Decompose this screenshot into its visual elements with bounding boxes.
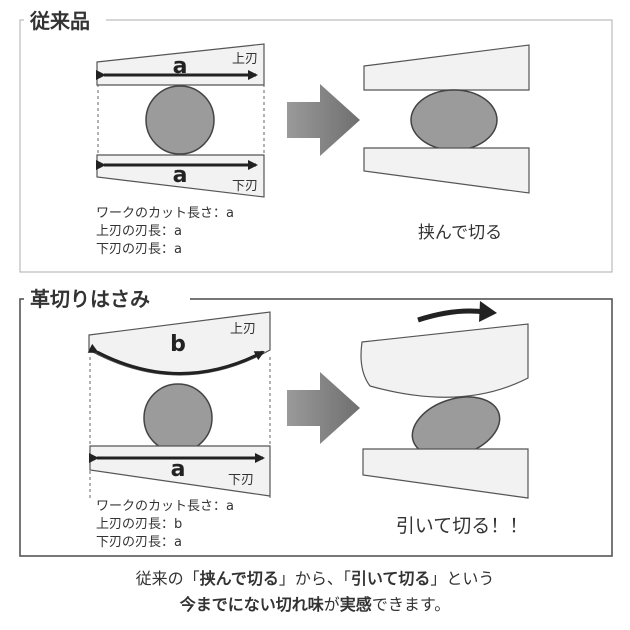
panel-leather-scissors: 革切りはさみ 上刃 b a 下刃 ワークのカット長さ：a 上刃の刃長：b 下刃の… bbox=[19, 286, 613, 557]
transition-arrow bbox=[287, 372, 360, 444]
dimension-label-upper: b bbox=[170, 332, 186, 357]
panel-frame-bottom bbox=[19, 298, 613, 557]
caption-text: 」という bbox=[430, 569, 495, 588]
caption: 従来の「挟んで切る」から、「引いて切る」という 今までにない切れ味が実感できます… bbox=[0, 566, 630, 618]
caption-emphasis: 引いて切る bbox=[350, 569, 431, 588]
transition-arrow bbox=[287, 84, 360, 156]
caption-text: 従来の「 bbox=[135, 569, 200, 588]
panel-conventional: 従来品 上刃 a a 下刃 ワークのカット長さ：a 上刃の刃長：a 下刃の刃長：… bbox=[19, 8, 613, 273]
caption-emphasis: 実感 bbox=[339, 595, 372, 614]
work-piece bbox=[145, 85, 215, 155]
caption-text: が bbox=[323, 595, 340, 614]
spec-line: ワークのカット長さ：a bbox=[96, 499, 234, 514]
spec-line: 下刃の刃長：a bbox=[96, 535, 182, 550]
spec-line: 下刃の刃長：a bbox=[96, 242, 182, 257]
dimension-arrow-curved bbox=[87, 343, 265, 375]
work-piece bbox=[143, 383, 213, 453]
panel-heading-leather: 革切りはさみ bbox=[30, 287, 150, 311]
spec-line: 上刃の刃長：a bbox=[96, 224, 182, 239]
caption-line-1: 従来の「挟んで切る」から、「引いて切る」という bbox=[0, 566, 630, 592]
panel-heading-conventional: 従来品 bbox=[29, 9, 90, 33]
pull-motion-arrowhead bbox=[479, 301, 497, 322]
result-text-leather: 引いて切る！！ bbox=[396, 515, 528, 537]
dimension-label-lower: a bbox=[171, 457, 186, 482]
caption-emphasis: 挟んで切る bbox=[199, 569, 279, 588]
panel-frame-top bbox=[19, 19, 613, 273]
spec-line: ワークのカット長さ：a bbox=[96, 206, 234, 221]
dimension-label-upper: a bbox=[173, 54, 188, 79]
upper-blade-curved-result bbox=[360, 323, 529, 398]
caption-emphasis: 今までにない切れ味 bbox=[179, 595, 324, 614]
pull-motion-arrow bbox=[417, 308, 486, 323]
upper-blade-label: 上刃 bbox=[232, 52, 258, 67]
caption-line-2: 今までにない切れ味が実感できます。 bbox=[0, 592, 630, 618]
lower-blade-result bbox=[363, 147, 530, 194]
upper-blade-result bbox=[363, 44, 530, 91]
lower-blade-result bbox=[362, 448, 529, 499]
upper-blade-label: 上刃 bbox=[230, 322, 256, 337]
spec-line: 上刃の刃長：b bbox=[96, 517, 182, 532]
lower-blade-label: 下刃 bbox=[228, 473, 254, 488]
lower-blade-label: 下刃 bbox=[232, 179, 258, 194]
caption-text: できます。 bbox=[371, 595, 451, 614]
work-piece-squeezed bbox=[410, 89, 498, 151]
dimension-label-lower: a bbox=[173, 163, 188, 188]
caption-text: 」から、「 bbox=[278, 569, 351, 588]
result-text-conventional: 挟んで切る bbox=[418, 223, 502, 243]
